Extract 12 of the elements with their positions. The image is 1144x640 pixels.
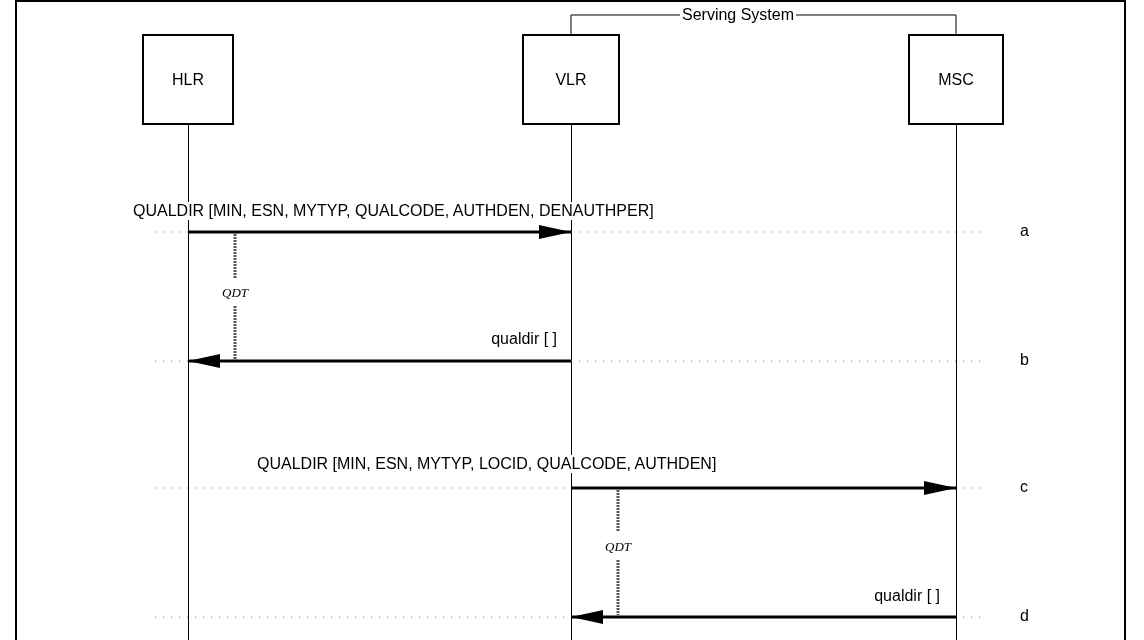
message-arrow [571, 481, 956, 495]
message-arrow [188, 225, 571, 239]
message-arrow [571, 610, 956, 624]
entity-label: MSC [938, 70, 974, 89]
edge-label: QUALDIR [MIN, ESN, MYTYP, LOCID, QUALCODE, AUTHDEN] [257, 455, 717, 473]
message-arrow [188, 354, 571, 368]
edge-label: QUALDIR [MIN, ESN, MYTYP, QUALCODE, AUTHDEN, DENAUTHPER] [133, 202, 654, 220]
entity-label: HLR [172, 70, 204, 89]
entity-label: VLR [555, 70, 587, 89]
edge-label: qualdir [ ] [874, 587, 940, 605]
group-label: Serving System [680, 6, 797, 24]
edge-label: qualdir [ ] [491, 330, 557, 348]
